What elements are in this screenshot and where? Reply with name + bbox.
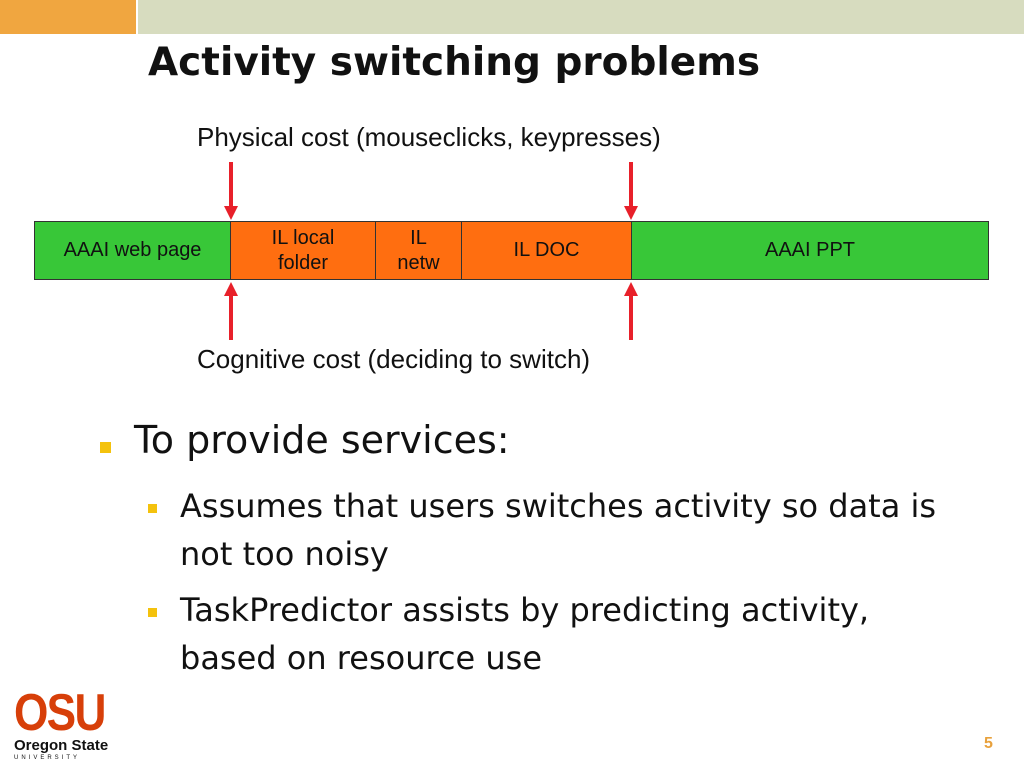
slide-title: Activity switching problems xyxy=(148,40,761,85)
logo-name: Oregon State xyxy=(14,737,109,754)
segment-aaai-ppt: AAAI PPT xyxy=(632,222,988,279)
osu-logo: OSU Oregon State UNIVERSITY xyxy=(14,684,110,762)
bullet-sub-1: Assumes that users switches activity so … xyxy=(180,487,937,573)
segment-il-doc: IL DOC xyxy=(462,222,632,279)
bullet-square-icon xyxy=(100,442,111,453)
header-olive-bar xyxy=(138,0,1024,34)
arrow-down-icon xyxy=(224,162,238,220)
segment-il-netw: IL netw xyxy=(376,222,462,279)
arrow-up-icon xyxy=(224,282,238,340)
physical-cost-label: Physical cost (mouseclicks, keypresses) xyxy=(197,122,661,152)
segment-aaai-web-page: AAAI web page xyxy=(35,222,231,279)
arrow-down-icon xyxy=(624,162,638,220)
page-number: 5 xyxy=(984,735,993,752)
bullet-square-icon xyxy=(148,608,157,617)
bullet-square-icon xyxy=(148,504,157,513)
arrow-up-icon xyxy=(624,282,638,340)
segment-il-local-folder: IL local folder xyxy=(231,222,376,279)
logo-university: UNIVERSITY xyxy=(14,755,81,761)
activity-timeline: AAAI web page IL local folder IL netw IL… xyxy=(34,221,989,280)
bullet-main: To provide services: xyxy=(134,418,510,462)
logo-osu: OSU xyxy=(14,684,106,742)
header-orange-block xyxy=(0,0,136,34)
cognitive-cost-label: Cognitive cost (deciding to switch) xyxy=(197,344,591,374)
bullet-sub-2: TaskPredictor assists by predicting acti… xyxy=(180,591,870,677)
